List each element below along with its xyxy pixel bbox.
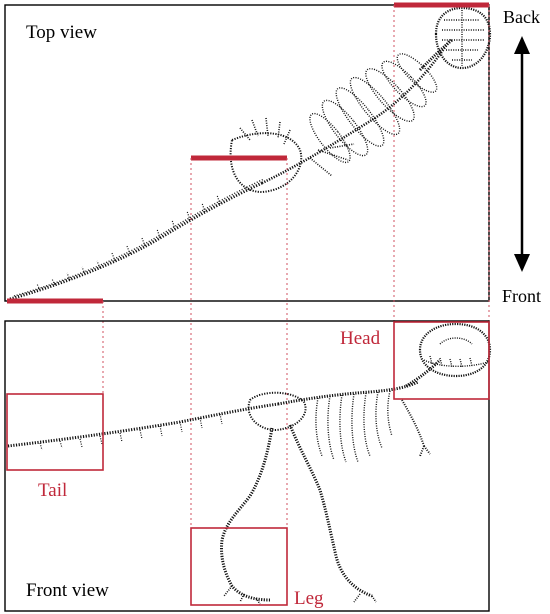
side-hind-leg-far: [290, 425, 372, 596]
direction-indicator: Back Front: [502, 7, 541, 306]
top-skull-detail: [442, 10, 484, 66]
side-tail-chevrons: [40, 414, 222, 450]
alignment-guides: [103, 5, 489, 528]
front-view-skeleton: [8, 324, 490, 604]
top-tail-spikes: [37, 195, 220, 290]
top-view-highlights: [7, 5, 489, 301]
arrow-down-icon: [514, 254, 530, 272]
top-spine: [262, 40, 450, 183]
side-pelvis: [249, 393, 306, 430]
top-view-frame: [5, 5, 489, 301]
side-tail: [8, 404, 278, 446]
tail-region-box: [7, 394, 103, 470]
side-hind-leg-near: [221, 428, 272, 600]
side-jaw: [424, 356, 488, 367]
front-label: Front: [502, 286, 541, 306]
top-pelvis-detail: [240, 118, 290, 144]
front-view-frame: [5, 321, 489, 611]
head-label: Head: [340, 328, 381, 349]
top-neck: [420, 40, 452, 70]
tail-label: Tail: [38, 480, 67, 501]
top-view-skeleton: [10, 8, 490, 299]
region-boxes: [7, 322, 489, 605]
front-view-panel: Front view: [5, 321, 490, 611]
top-tail-spine: [10, 183, 262, 299]
top-skull: [436, 8, 490, 68]
side-ribs: [316, 391, 392, 462]
arrow-up-icon: [514, 36, 530, 54]
side-skull-opening: [440, 338, 472, 344]
top-view-panel: Top view: [5, 5, 490, 301]
side-spine: [278, 382, 418, 404]
back-label: Back: [503, 7, 540, 27]
top-tail-spine-inner: [14, 179, 264, 296]
top-pelvis: [231, 133, 302, 192]
side-forelimb: [402, 400, 430, 456]
leg-label: Leg: [294, 588, 324, 609]
front-view-title: Front view: [26, 580, 109, 601]
head-region-box: [394, 322, 489, 399]
top-view-title: Top view: [26, 22, 97, 43]
